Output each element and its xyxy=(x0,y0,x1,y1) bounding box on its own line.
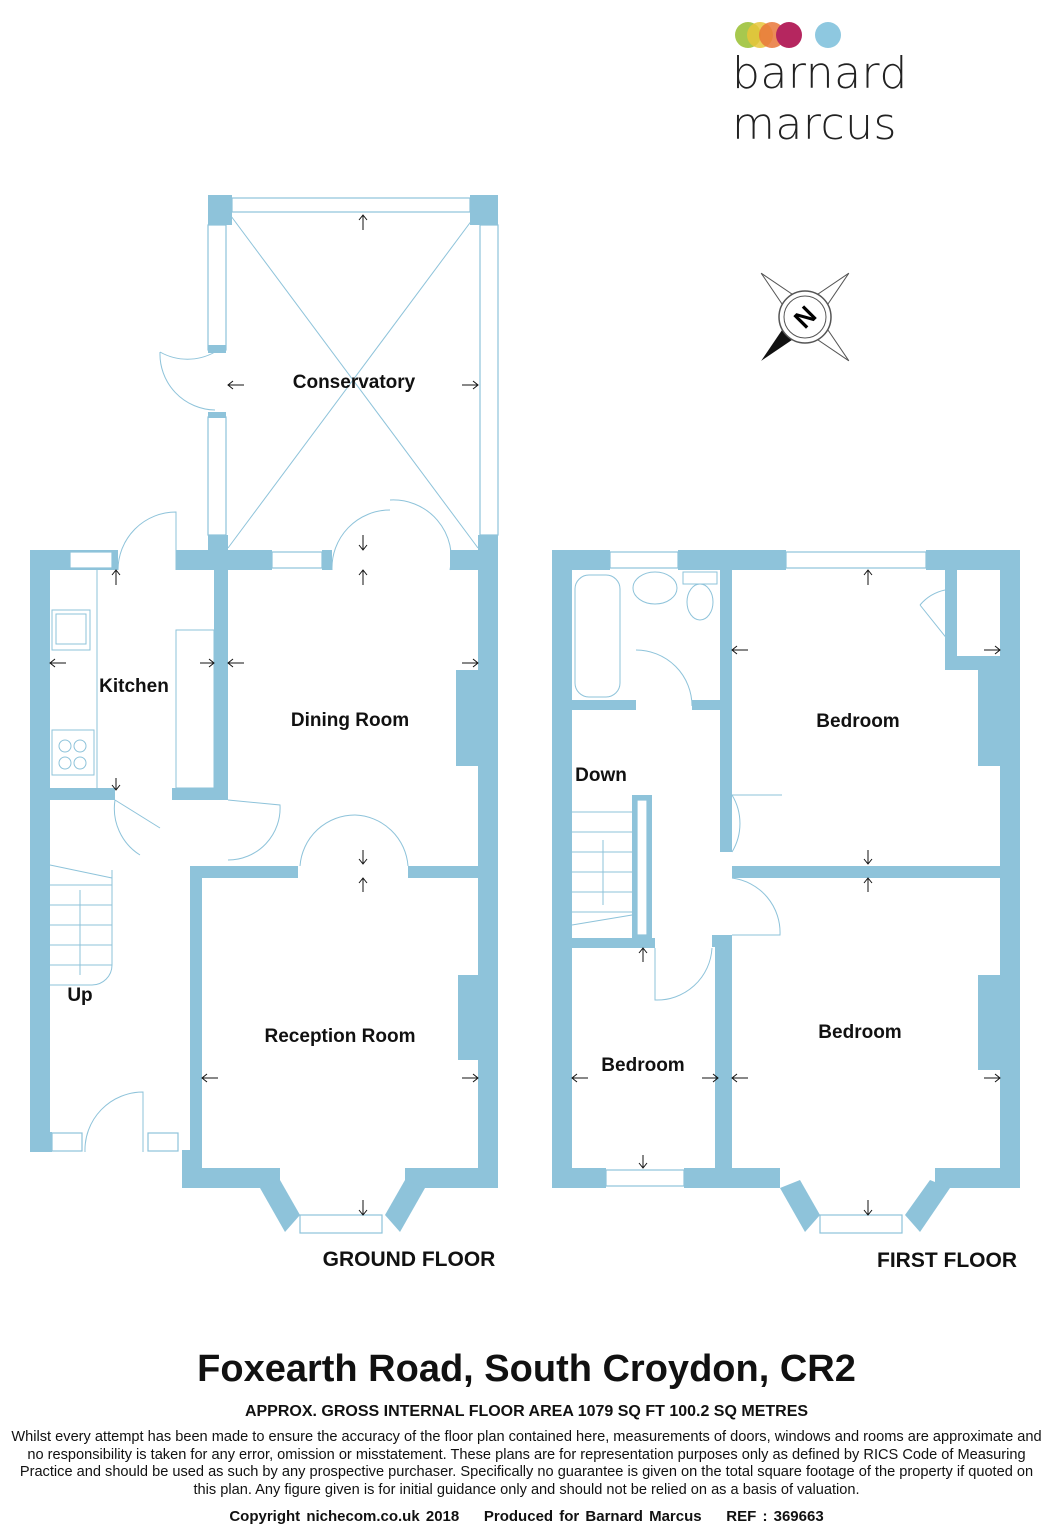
ground-floor-label: GROUND FLOOR xyxy=(323,1248,496,1271)
ground-floor-walls xyxy=(30,195,499,1234)
copyright: Copyright nichecom.co.uk 2018 Produced f… xyxy=(229,1508,824,1525)
first-floor-walls xyxy=(552,550,1020,1234)
room-label-bedroom: Bedroom xyxy=(818,1022,901,1043)
room-label-conservatory: Conservatory xyxy=(293,372,416,393)
logo-dots xyxy=(735,22,841,48)
room-label-dining-room: Dining Room xyxy=(291,710,409,731)
logo-text: barnard marcus xyxy=(732,48,908,150)
floor-area: APPROX. GROSS INTERNAL FLOOR AREA 1079 S… xyxy=(244,1403,809,1420)
compass-icon xyxy=(760,272,850,362)
disclaimer: Whilst every attempt has been made to en… xyxy=(11,1429,1042,1498)
first-floor-label: FIRST FLOOR xyxy=(877,1249,1017,1272)
room-label-bedroom: Bedroom xyxy=(816,711,899,732)
dimension-arrows xyxy=(49,214,1001,1216)
stairs-up-label: Up xyxy=(67,985,92,1006)
property-title: Foxearth Road, South Croydon, CR2 xyxy=(197,1348,856,1390)
room-label-reception-room: Reception Room xyxy=(265,1026,416,1047)
room-label-kitchen: Kitchen xyxy=(99,676,169,697)
room-label-bedroom: Bedroom xyxy=(601,1055,684,1076)
stairs-down-label: Down xyxy=(575,765,627,786)
